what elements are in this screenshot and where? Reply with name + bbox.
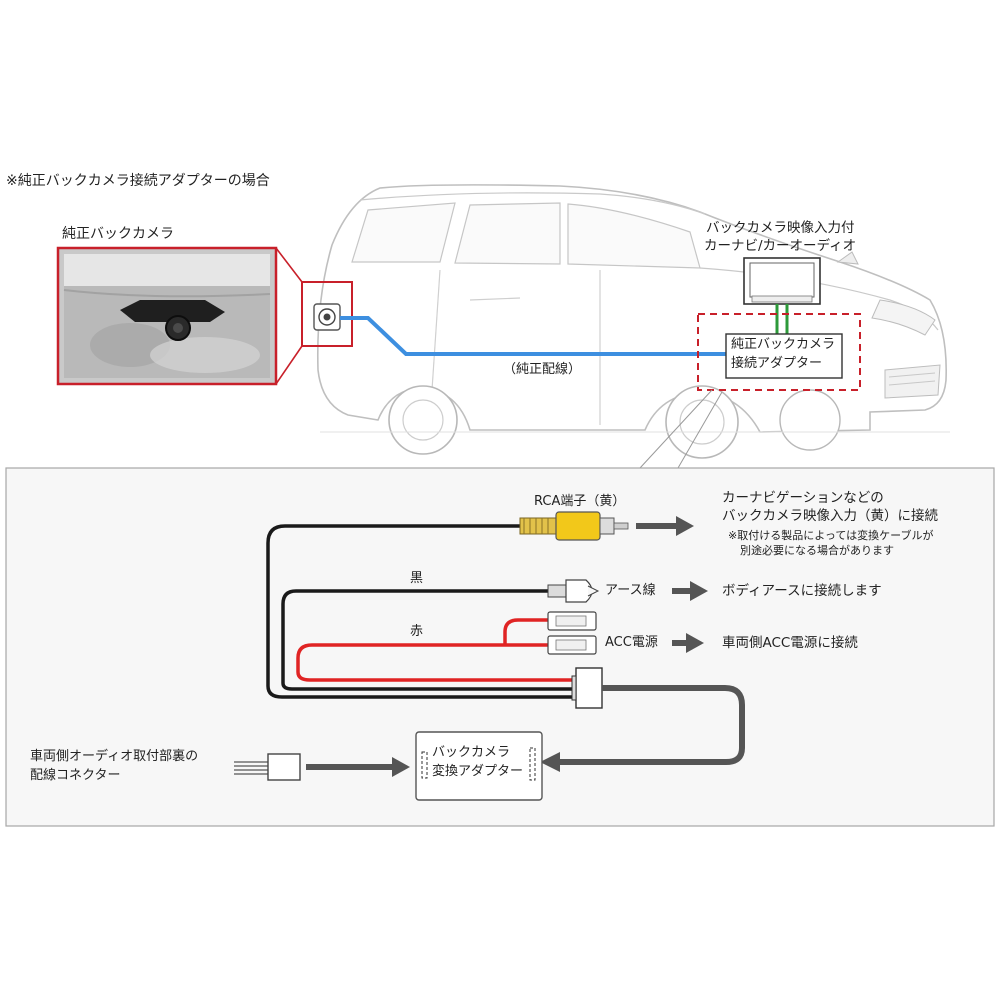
arrow-rca [636,516,694,536]
navi-label-line1: バックカメラ映像入力付 [706,220,855,236]
wire-rca-black [266,524,576,699]
wire-ground-black [281,589,576,691]
car-navi-unit [743,257,821,305]
acc-label: ACC電源 [605,635,658,650]
adapter-box [725,333,843,379]
converter-box [415,731,543,801]
ground-label: アース線 [605,583,656,598]
ground-target: ボディアースに接続します [722,583,882,599]
wire-acc-red [296,643,576,682]
callout-lines [639,389,723,469]
harness-connector [571,667,603,709]
vehicle-connector-line2: 配線コネクター [30,768,121,783]
navi-label-line2: カーナビ/カーオーディオ [704,238,857,254]
adapter-highlight-frame [697,313,861,391]
red-wire-label: 赤 [410,624,424,639]
header-note: ※純正バックカメラ接続アダプターの場合 [6,173,270,189]
rca-target-line2: バックカメラ映像入力（黄）に接続 [722,508,938,524]
converter-label-line2: 変換アダプター [432,764,524,779]
inset-leader-top [275,247,303,283]
converter-label-line1: バックカメラ [432,745,511,760]
acc-connector-upper [547,611,597,631]
rca-label: RCA端子（黄） [534,494,626,509]
arrow-harness-to-converter [540,752,560,772]
rca-note-line1: ※取付ける製品によっては変換ケーブルが [728,529,934,542]
vehicle-connector [234,753,301,781]
adapter-label-line1: 純正バックカメラ [731,337,836,352]
wiring-label: （純正配線） [503,362,582,377]
adapter-label-line2: 接続アダプター [731,356,823,371]
wire-acc-red-loop [503,618,548,645]
rca-connector [519,511,629,541]
rca-note-line2: 別途必要になる場合があります [740,544,894,557]
camera-label: 純正バックカメラ [62,226,174,242]
car-illustration [316,184,950,459]
camera-marker-box [301,281,353,347]
arrow-acc [672,633,704,653]
inset-leader-bottom [275,345,303,385]
black-wire-label: 黒 [410,571,424,586]
wire-harness-to-converter [555,685,745,765]
original-wiring-blue [340,316,726,356]
arrow-ground [672,581,708,601]
acc-target: 車両側ACC電源に接続 [722,635,858,651]
arrow-vehicle-to-converter [392,757,410,777]
camera-icon [313,303,341,331]
vehicle-connector-line1: 車両側オーディオ取付部裏の [30,749,199,764]
acc-connector-lower [547,635,597,655]
camera-photo-inset [56,246,278,386]
ground-terminal [547,579,600,603]
rca-target-line1: カーナビゲーションなどの [722,490,884,506]
